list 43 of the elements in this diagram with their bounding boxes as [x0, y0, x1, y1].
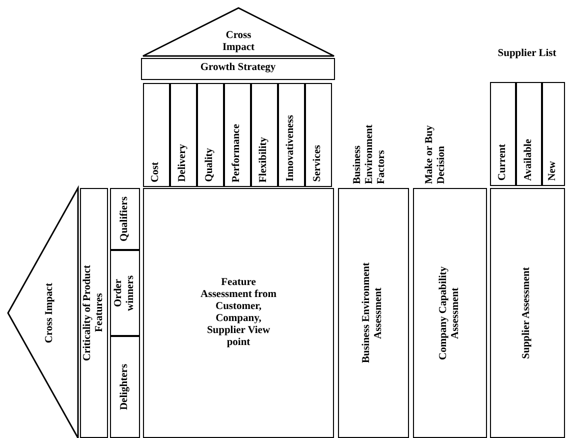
label-text: Innovativeness — [285, 115, 298, 182]
label-text: Qualifiers — [118, 196, 131, 242]
column-box — [197, 83, 224, 187]
label-text: Growth Strategy — [199, 62, 277, 74]
column-box — [490, 188, 565, 438]
label-text: Cross Impact — [221, 30, 256, 54]
label-text: Feature Assessment from Customer, Company, Supplier View point — [200, 276, 278, 350]
label-text: Services — [312, 145, 324, 182]
label-text: Flexibility — [258, 136, 270, 182]
header-text: Supplier List — [496, 48, 558, 60]
column-box — [110, 336, 140, 438]
label-text: Business Environment Assessment — [361, 262, 386, 366]
column-box — [110, 250, 140, 336]
label-text: Performance — [231, 124, 244, 182]
label-text: Supplier Assessment — [521, 267, 534, 359]
column-box — [141, 58, 335, 80]
label-text: Available — [522, 139, 535, 181]
label-text: Delivery — [177, 144, 190, 182]
label-text: Quality — [204, 148, 216, 182]
label-text: Company Capability Assessment — [438, 265, 462, 362]
column-box — [170, 83, 197, 187]
header-text: Business Environment Factors — [351, 124, 388, 184]
label-text: Criticality of Product Features — [82, 264, 106, 364]
column-box — [542, 82, 565, 186]
label-text: Delighters — [118, 364, 131, 410]
label-text: New — [547, 161, 560, 181]
label-text: Cross Impact — [44, 282, 56, 344]
column-box — [413, 188, 487, 438]
column-box — [305, 83, 332, 187]
label-text: Current — [496, 144, 509, 181]
column-box — [338, 188, 409, 438]
column-box — [143, 83, 170, 187]
column-box — [224, 83, 251, 187]
column-box — [251, 83, 278, 187]
column-box — [516, 82, 542, 186]
column-box — [490, 82, 516, 186]
label-text: Order winners — [112, 274, 137, 313]
column-box — [143, 188, 334, 438]
column-box — [110, 188, 140, 250]
column-box — [278, 83, 305, 187]
header-text: Make or Buy Decision — [423, 124, 448, 184]
label-text: Cost — [150, 162, 162, 182]
column-box — [80, 188, 108, 438]
